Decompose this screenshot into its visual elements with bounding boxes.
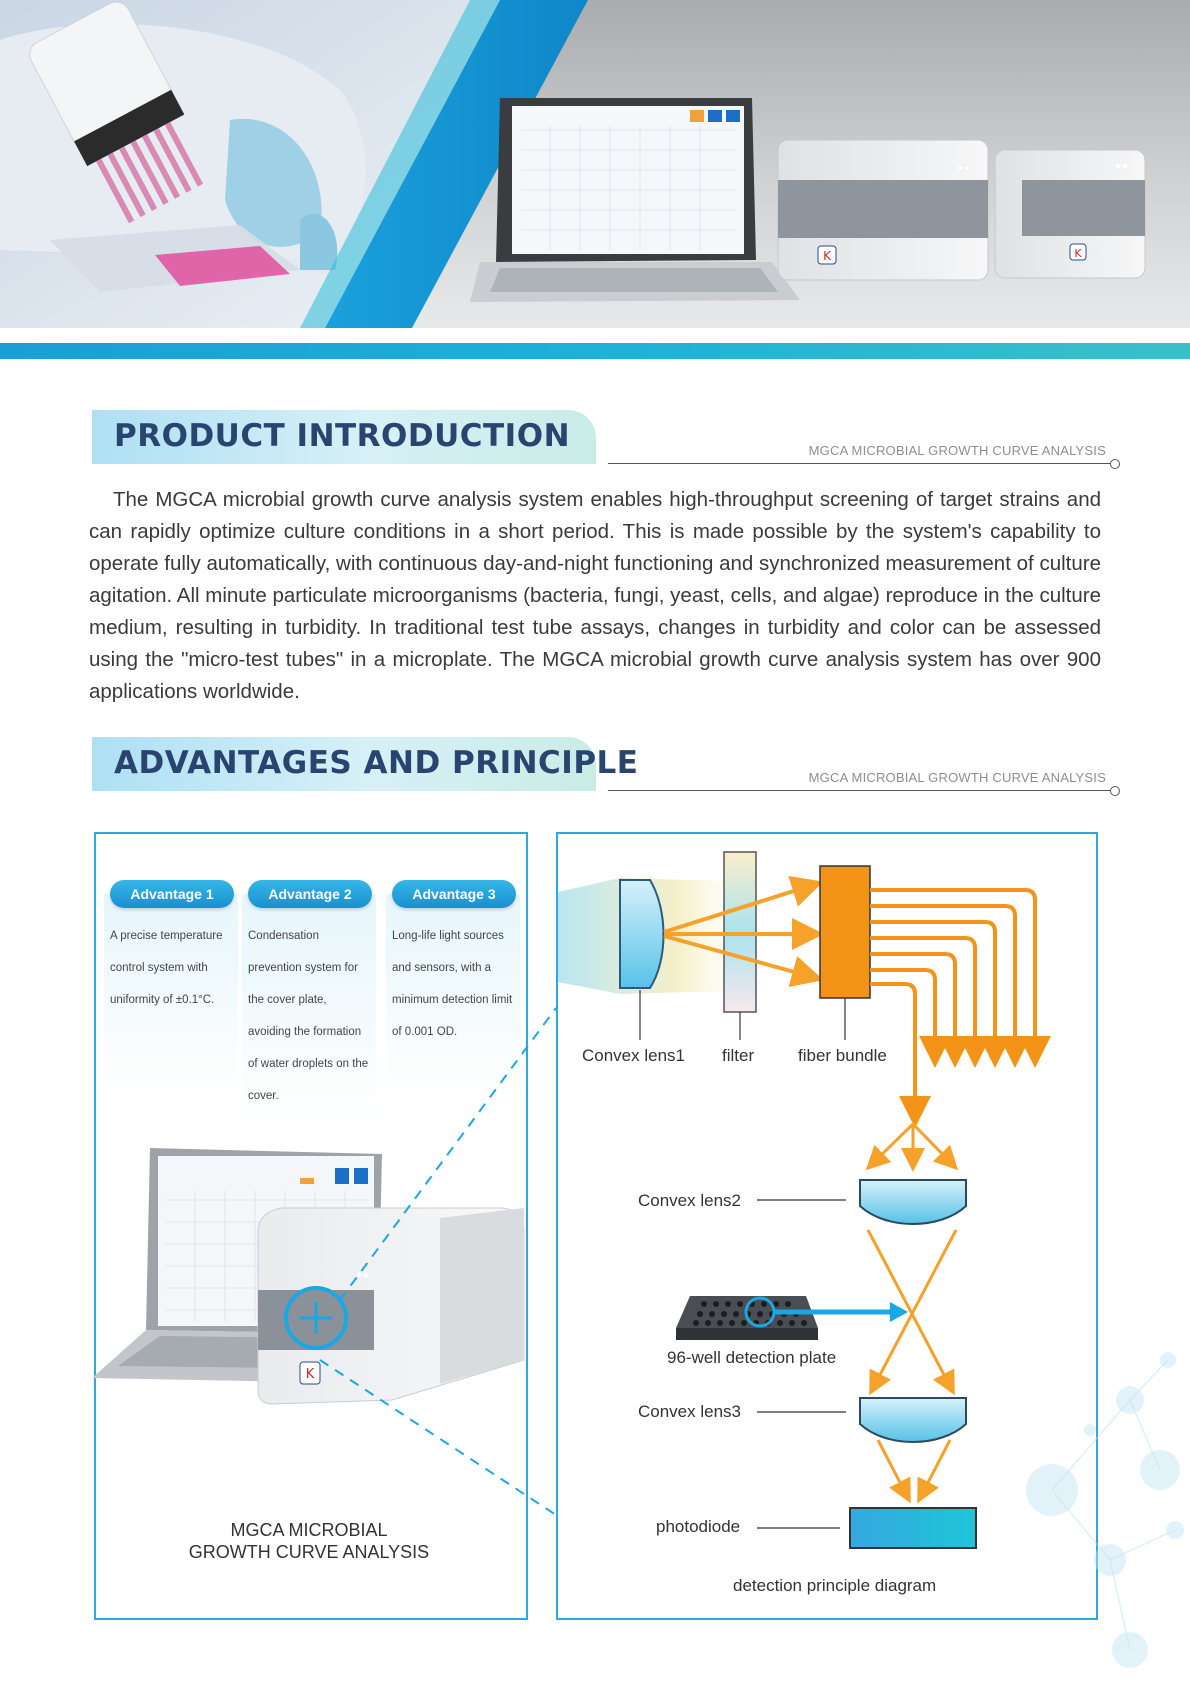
label-convex-lens1: Convex lens1 xyxy=(582,1046,686,1065)
advantages-section-subtitle: MGCA MICROBIAL GROWTH CURVE ANALYSIS xyxy=(808,770,1106,785)
intro-section-rule-dot xyxy=(1110,459,1120,469)
advantage-text: Long-life light sources and sensors, wit… xyxy=(392,930,513,1038)
advantage-badge: Advantage 3 xyxy=(392,880,516,908)
device-caption-line2: GROWTH CURVE ANALYSIS xyxy=(188,1542,430,1562)
advantage-badge: Advantage 2 xyxy=(248,880,372,908)
label-96-well-plate: 96-well detection plate xyxy=(667,1348,837,1367)
label-filter: filter xyxy=(722,1046,755,1065)
label-convex-lens2: Convex lens2 xyxy=(638,1191,742,1210)
advantages-section-title: ADVANTAGES AND PRINCIPLE xyxy=(114,745,639,781)
device-caption-line1: MGCA MICROBIAL xyxy=(230,1520,388,1540)
diagram-caption: detection principle diagram xyxy=(733,1576,937,1595)
advantages-section-rule-dot xyxy=(1110,786,1120,796)
advantage-text: Condensation prevention system for the c… xyxy=(248,930,369,1102)
label-fiber-bundle: fiber bundle xyxy=(798,1046,887,1065)
intro-section-rule xyxy=(608,463,1112,464)
advantage-card-body: Condensation prevention system for the c… xyxy=(242,894,376,1118)
intro-section-header: PRODUCT INTRODUCTION xyxy=(92,410,596,464)
header-stripe xyxy=(0,343,1190,359)
advantage-card-body: Long-life light sources and sensors, wit… xyxy=(386,894,520,1094)
intro-paragraph: The MGCA microbial growth curve analysis… xyxy=(89,488,1101,703)
label-convex-lens3: Convex lens3 xyxy=(638,1402,742,1421)
hero-banner: K K xyxy=(0,0,1190,328)
advantage-card-body: A precise temperature control system wit… xyxy=(104,894,238,1094)
advantage-text: A precise temperature control system wit… xyxy=(110,930,223,1006)
intro-section-title: PRODUCT INTRODUCTION xyxy=(114,418,571,454)
svg-text:K: K xyxy=(823,249,832,263)
svg-text:K: K xyxy=(1074,247,1082,260)
advantage-badge: Advantage 1 xyxy=(110,880,234,908)
hero-illustration: K K xyxy=(0,0,1190,328)
label-photodiode: photodiode xyxy=(656,1517,741,1536)
advantages-section-rule xyxy=(608,790,1112,791)
advantages-section-header: ADVANTAGES AND PRINCIPLE xyxy=(92,737,638,791)
principle-panel xyxy=(556,832,1098,1620)
intro-section-subtitle: MGCA MICROBIAL GROWTH CURVE ANALYSIS xyxy=(808,443,1106,458)
